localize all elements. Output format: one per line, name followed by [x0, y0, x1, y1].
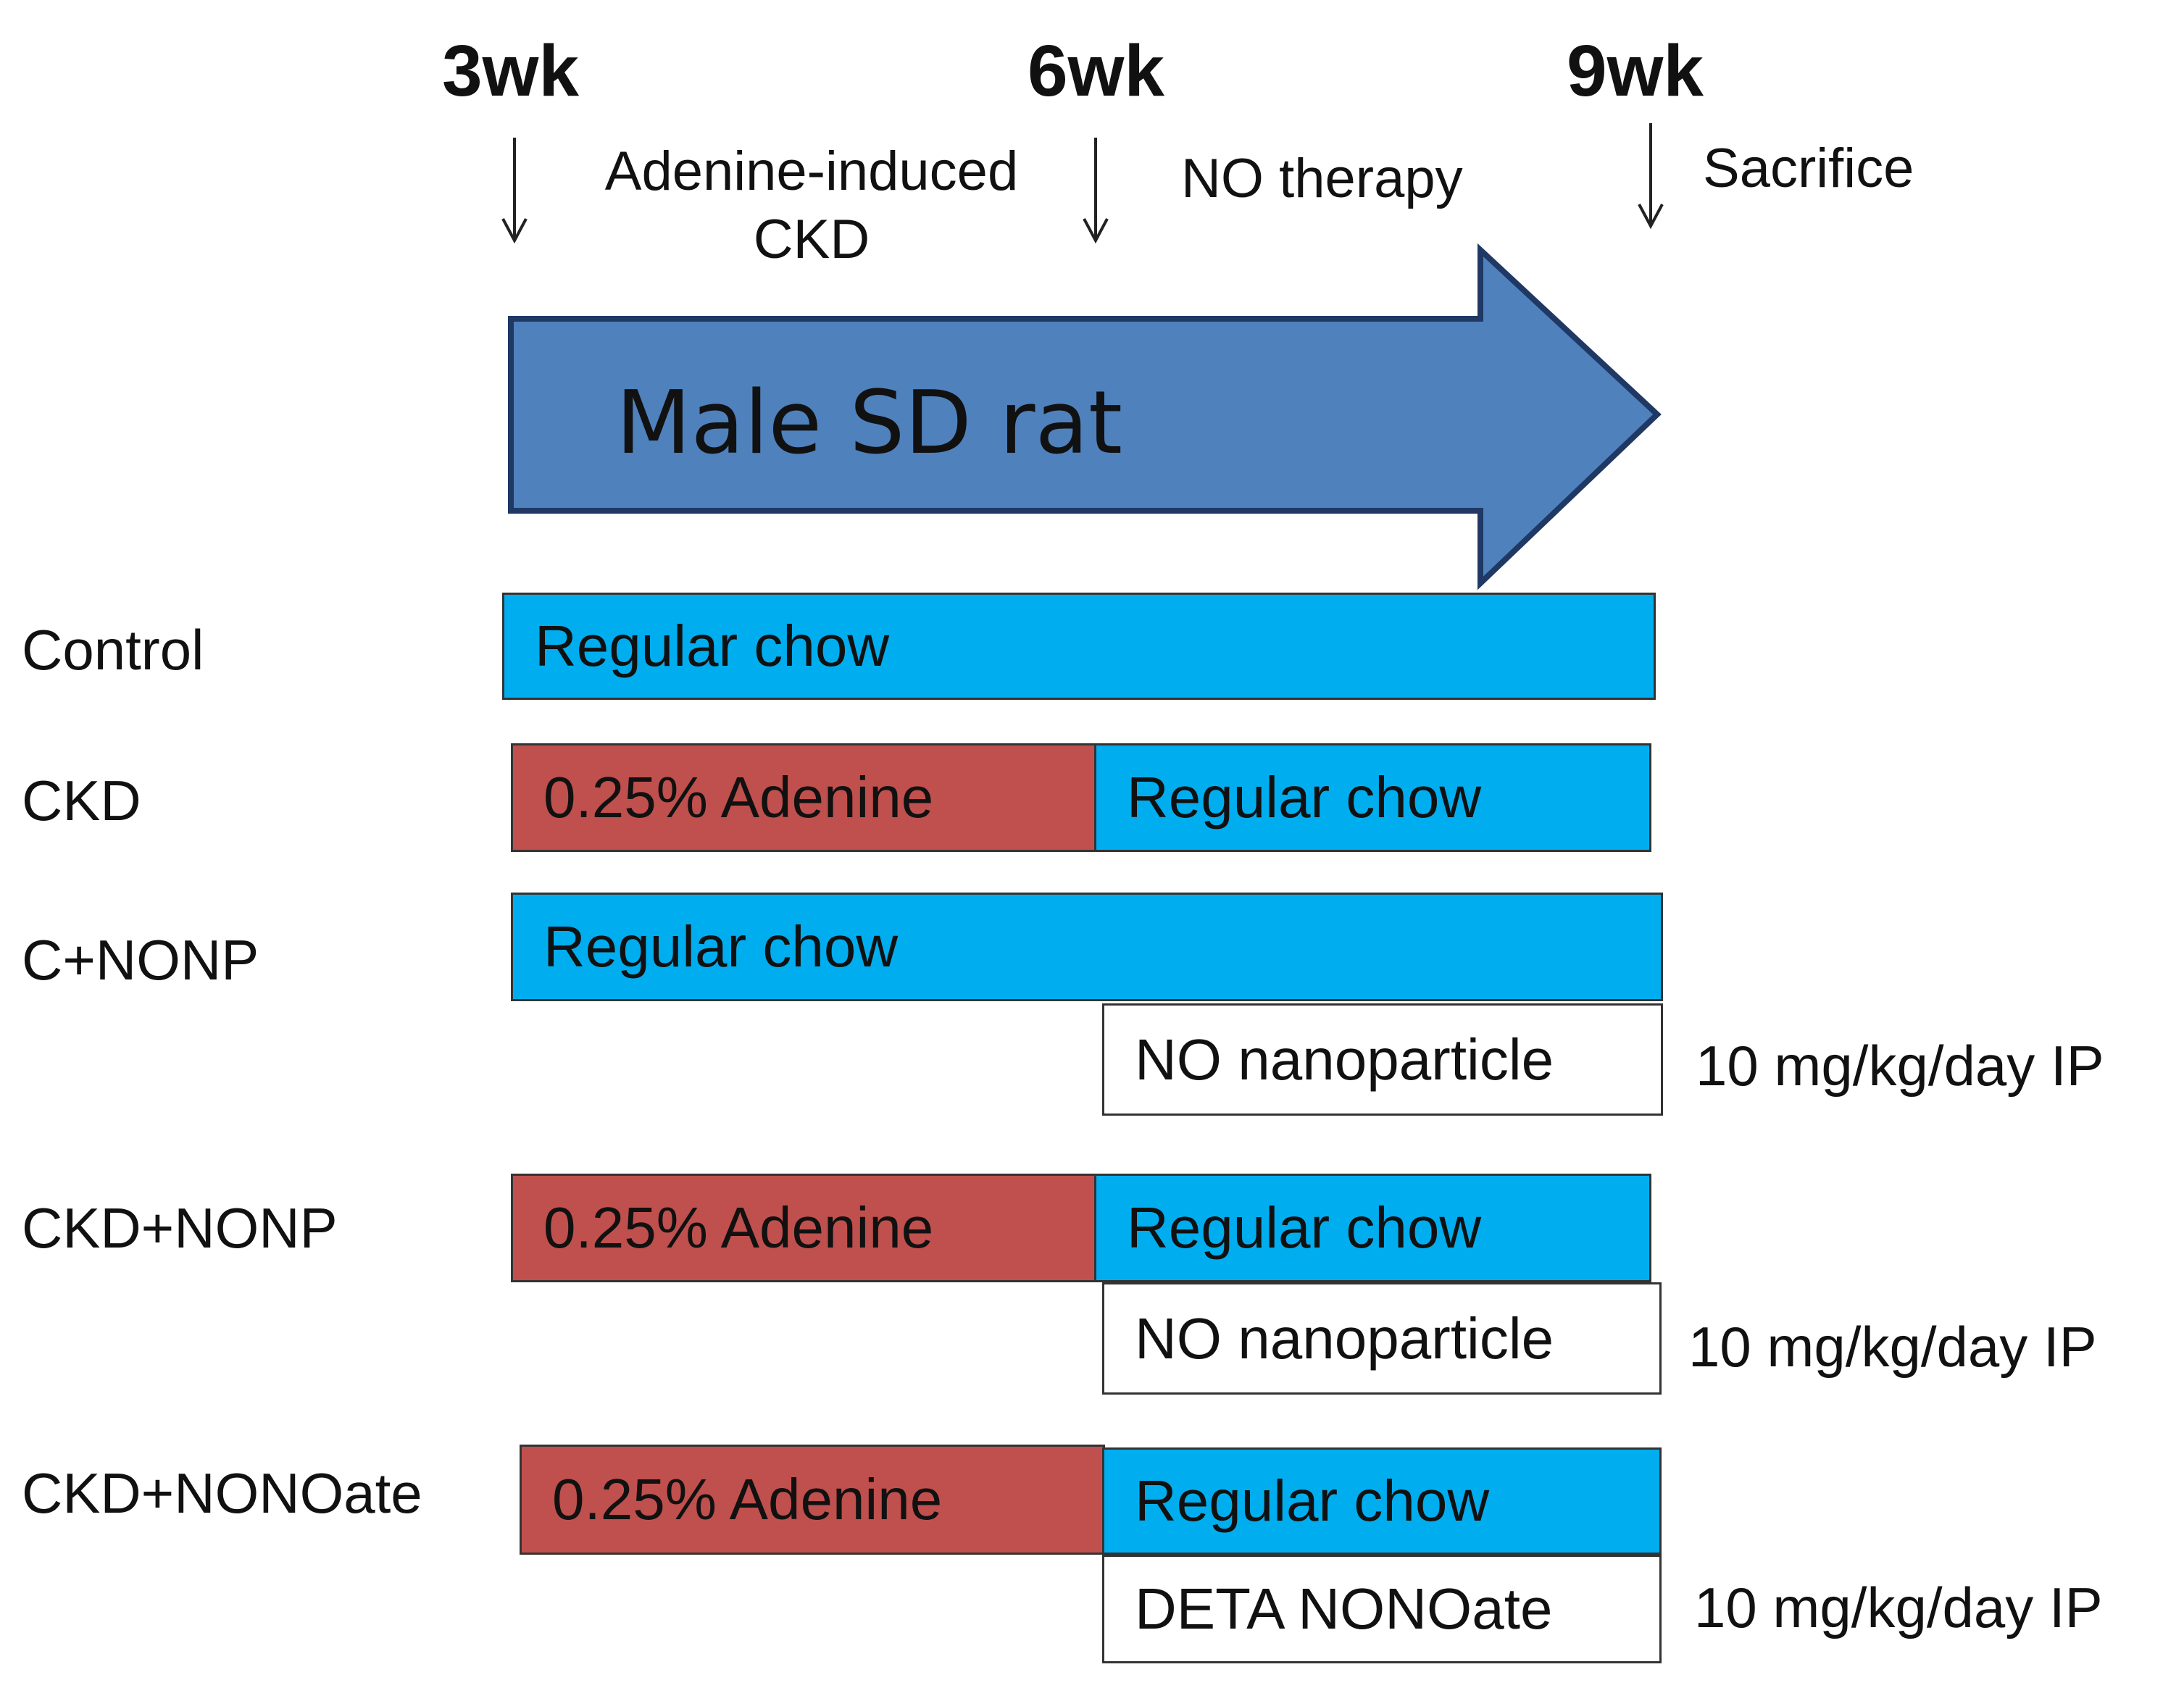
group-label-control: Control [22, 618, 204, 682]
dose-label: 10 mg/kg/day IP [1688, 1315, 2097, 1379]
bar-regular-chow: Regular chow [1094, 1174, 1651, 1282]
down-arrow-icon [501, 138, 528, 244]
dose-label: 10 mg/kg/day IP [1694, 1576, 2103, 1639]
phase-adenine-ckd: Adenine-induced CKD [604, 141, 1019, 270]
bar-adenine: 0.25% Adenine [511, 1174, 1096, 1282]
bar-adenine: 0.25% Adenine [520, 1445, 1105, 1555]
bar-regular-chow: Regular chow [1102, 1447, 1662, 1555]
group-label-ckd: CKD [22, 769, 141, 832]
bar-regular-chow: Regular chow [511, 893, 1663, 1001]
group-label-ckd-nonoate: CKD+NONOate [22, 1461, 422, 1525]
down-arrow-icon [1083, 138, 1109, 244]
bar-regular-chow: Regular chow [1094, 743, 1651, 852]
bar-treatment: DETA NONOate [1102, 1555, 1662, 1663]
dose-label: 10 mg/kg/day IP [1696, 1034, 2104, 1098]
group-label-ckd-nonp: CKD+NONP [22, 1196, 338, 1260]
bar-treatment: NO nanoparticle [1102, 1282, 1662, 1395]
down-arrow-icon [1638, 123, 1664, 230]
arrow-label: Male SD rat [616, 373, 1123, 474]
phase-sacrifice: Sacrifice [1703, 138, 1914, 199]
bar-adenine: 0.25% Adenine [511, 743, 1096, 852]
bar-regular-chow: Regular chow [502, 593, 1656, 700]
week-label-3wk: 3wk [442, 30, 580, 112]
group-label-c-nonp: C+NONP [22, 928, 259, 992]
timeline-arrow [508, 243, 1662, 590]
bar-treatment: NO nanoparticle [1102, 1003, 1663, 1116]
week-label-6wk: 6wk [1028, 30, 1165, 112]
week-label-9wk: 9wk [1567, 30, 1704, 112]
phase-no-therapy: NO therapy [1181, 148, 1463, 209]
